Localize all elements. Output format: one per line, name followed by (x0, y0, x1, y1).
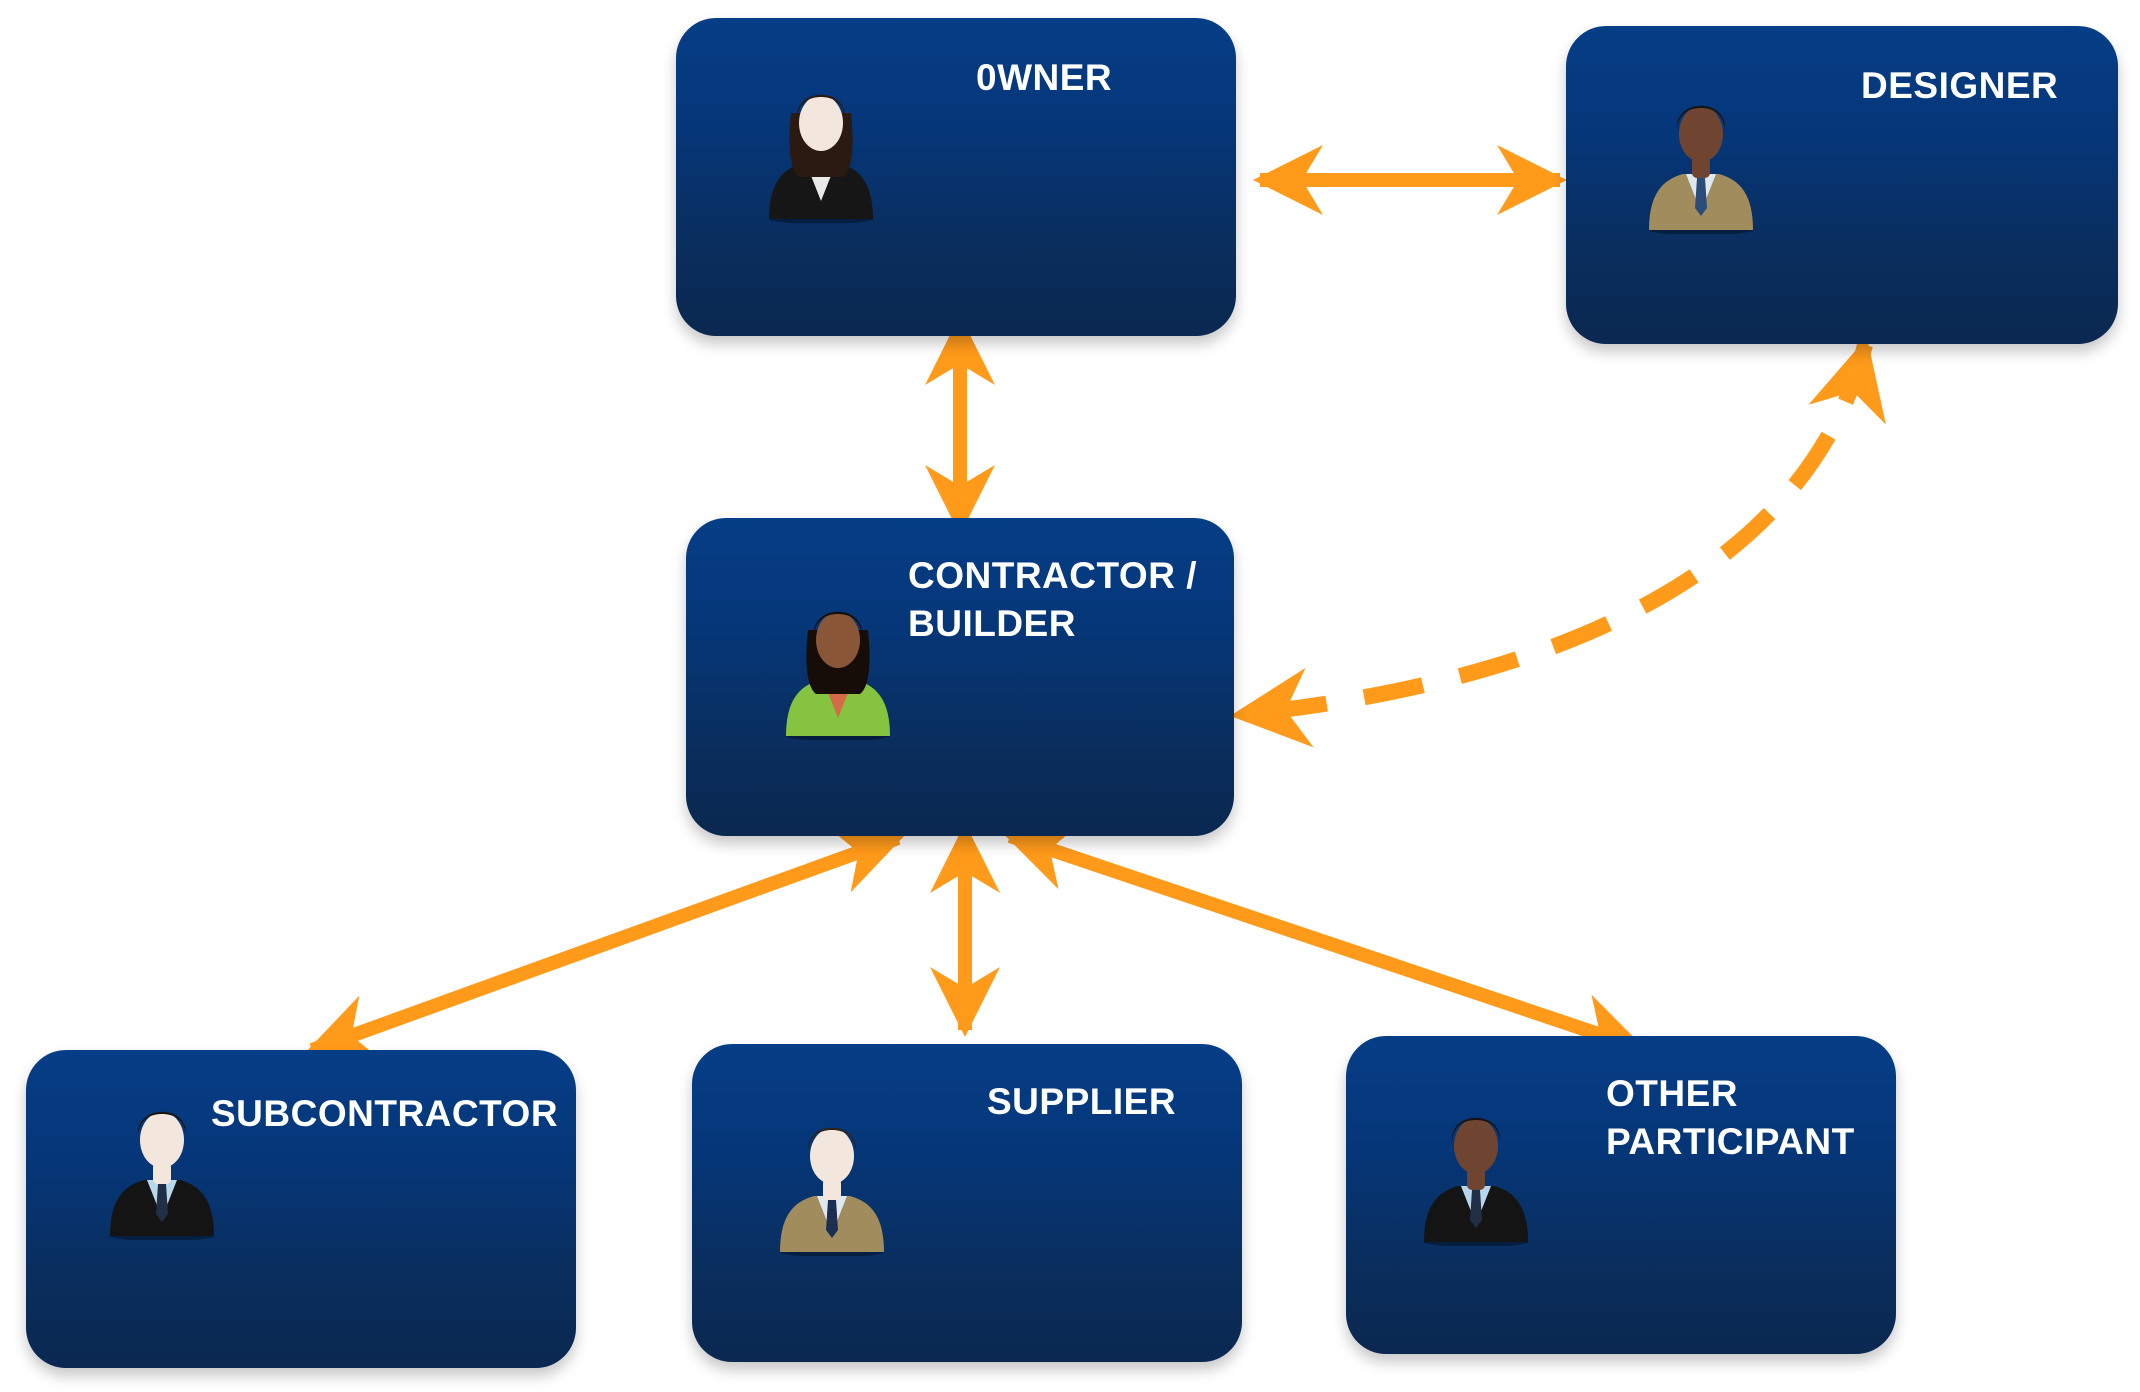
businessman-icon (772, 1106, 892, 1257)
designer-contractor-arrow (1230, 337, 1886, 748)
contractor-label-line-1: CONTRACTOR / (908, 555, 1197, 596)
other-label-line-2: PARTICIPANT (1606, 1121, 1855, 1162)
businessman-icon (1641, 84, 1761, 235)
businesswoman-icon (761, 73, 881, 224)
contractor-label-line-2: BUILDER (908, 603, 1076, 644)
contractor-other-arrow (1003, 822, 1647, 1062)
other-label-line-1: OTHER (1606, 1073, 1738, 1114)
designer-label: DESIGNER (1861, 65, 2059, 106)
owner-node[interactable]: 0WNER (676, 18, 1236, 336)
businessman-icon (102, 1090, 222, 1241)
supplier-node[interactable]: SUPPLIER (692, 1044, 1242, 1362)
designer-node[interactable]: DESIGNER (1566, 26, 2118, 344)
contractor-node[interactable]: CONTRACTOR / BUILDER (686, 518, 1234, 836)
supplier-label: SUPPLIER (987, 1081, 1177, 1122)
subcontractor-node[interactable]: SUBCONTRACTOR (26, 1050, 576, 1368)
businessman-icon (1416, 1096, 1536, 1247)
owner-label: 0WNER (976, 57, 1113, 98)
other-participant-node[interactable]: OTHER PARTICIPANT (1346, 1036, 1896, 1354)
subcontractor-label: SUBCONTRACTOR (211, 1093, 559, 1134)
contractor-subcontractor-arrow (305, 826, 905, 1062)
businesswoman-icon (778, 590, 898, 741)
